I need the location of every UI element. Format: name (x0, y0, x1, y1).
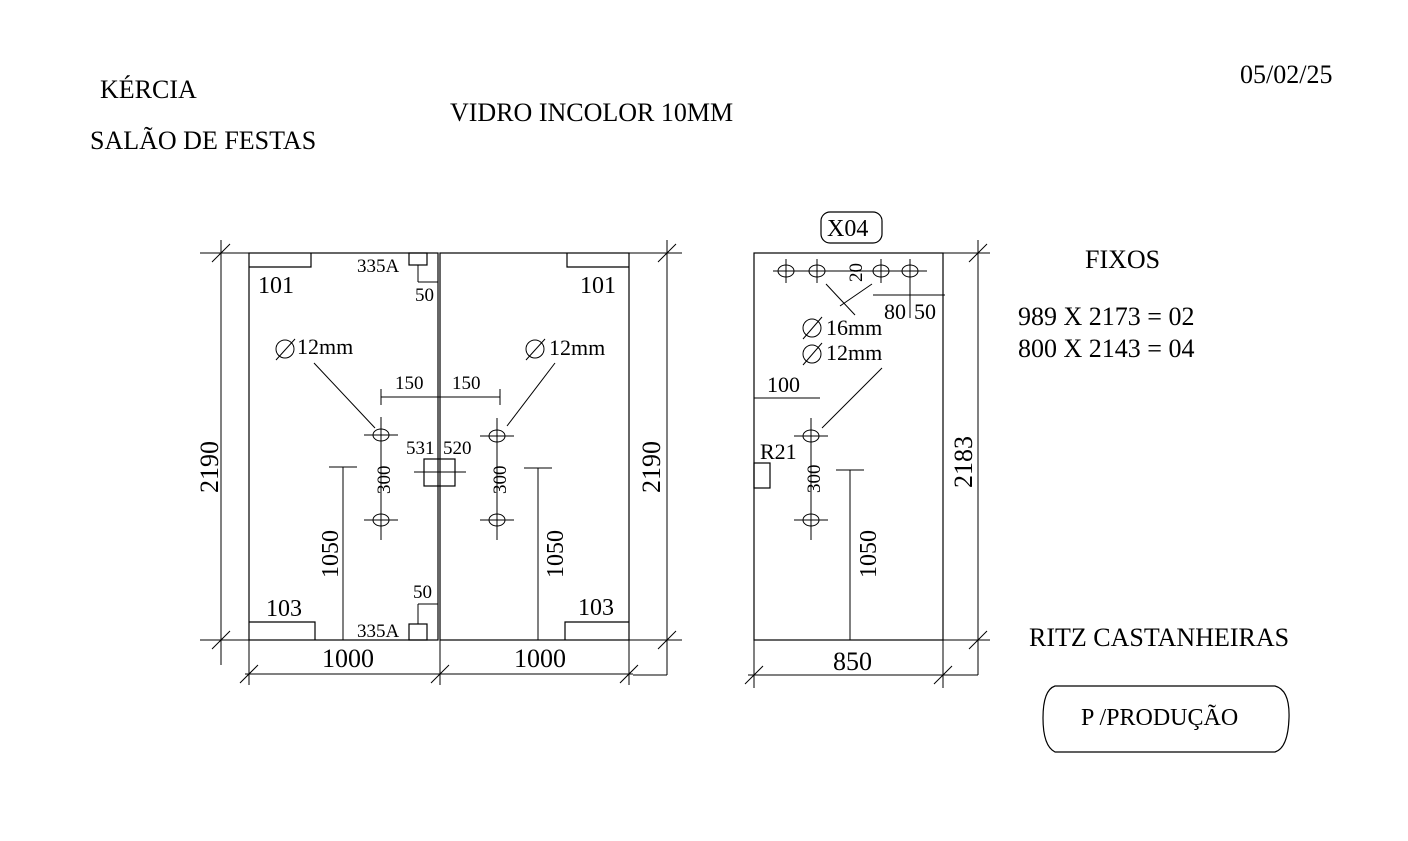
top-hole-row (773, 259, 927, 283)
right-top-fitting-label: 101 (580, 273, 616, 299)
right-hole-diameter: 12mm (549, 335, 605, 360)
production-button-label: P /PRODUÇÃO (1081, 705, 1238, 731)
fixos-title: FIXOS (1085, 245, 1160, 274)
right-handle-holes (480, 418, 514, 540)
right-hole-spacing: 300 (490, 466, 511, 495)
drawing-date: 05/02/25 (1240, 60, 1332, 89)
client-name: KÉRCIA (100, 75, 197, 104)
left-hole-callout (275, 338, 376, 429)
top-hole-offset: 20 (846, 263, 867, 282)
top-dim-50: 50 (914, 299, 936, 324)
center-left-dim: 531 (406, 438, 435, 459)
left-bottom-fitting (249, 621, 316, 640)
top-lock-label: 335A (357, 256, 400, 277)
right-door-leaf (439, 252, 630, 641)
door-pair-drawing: 101 101 103 103 335A 50 50 335A 531 520 … (195, 240, 682, 685)
center-right-dim: 520 (443, 438, 472, 459)
left-hole-diameter: 12mm (297, 334, 353, 359)
left-bottom-fitting-label: 103 (266, 596, 302, 622)
material-spec: VIDRO INCOLOR 10MM (450, 98, 733, 127)
panel-width-dim: 850 (833, 647, 872, 676)
right-height-dim: 2190 (637, 441, 666, 493)
radius-notch (753, 462, 771, 489)
panel-handle-holes (794, 418, 828, 540)
bottom-lock-label: 335A (357, 621, 400, 642)
radius-label: R21 (760, 439, 797, 464)
bottom-lock-fitting (408, 623, 428, 641)
left-top-fitting-label: 101 (258, 273, 294, 299)
right-top-fitting (566, 253, 629, 268)
left-top-fitting (249, 253, 312, 268)
top-dim-80: 80 (884, 299, 906, 324)
top-lock-fitting (408, 252, 428, 266)
fixos-line-1: 989 X 2173 = 02 (1018, 302, 1194, 331)
panel-handle-height: 1050 (856, 530, 882, 578)
right-bottom-fitting-label: 103 (578, 595, 614, 621)
fixos-line-2: 800 X 2143 = 04 (1018, 334, 1194, 363)
left-handle-height: 1050 (318, 530, 344, 578)
left-hole-offset: 150 (395, 373, 424, 394)
left-width-dim: 1000 (322, 644, 374, 673)
right-width-dim: 1000 (514, 644, 566, 673)
panel-hole-spacing: 300 (804, 465, 825, 494)
panel-tag: X04 (827, 216, 868, 242)
right-handle-height: 1050 (543, 530, 569, 578)
panel-tag-box (820, 211, 883, 244)
left-height-dim: 2190 (195, 441, 224, 493)
bottom-lock-offset: 50 (413, 582, 432, 603)
right-hole-callout (506, 338, 556, 427)
top-lock-offset: 50 (415, 285, 434, 306)
panel-hole-12: 12mm (826, 340, 882, 365)
side-offset-dim: 100 (767, 372, 800, 397)
project-name: RITZ CASTANHEIRAS (1029, 623, 1289, 652)
panel-height-dim: 2183 (949, 436, 978, 488)
left-hole-spacing: 300 (374, 466, 395, 495)
right-hole-offset: 150 (452, 373, 481, 394)
fixed-panel-drawing: X04 20 80 50 16mm 12mm 100 (744, 211, 990, 688)
left-handle-holes (364, 417, 398, 540)
right-bottom-fitting (564, 621, 629, 640)
location-name: SALÃO DE FESTAS (90, 126, 316, 155)
production-button[interactable]: P /PRODUÇÃO (1042, 685, 1290, 753)
fixed-panel-outline (753, 252, 944, 641)
panel-hole-16: 16mm (826, 315, 882, 340)
